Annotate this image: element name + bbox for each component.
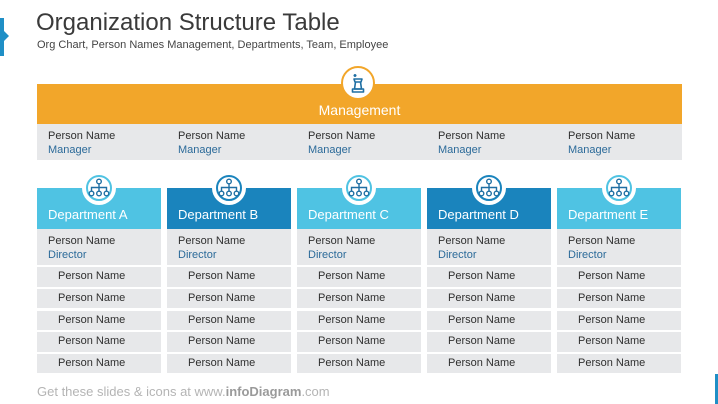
org-chart-icon	[602, 171, 636, 205]
director-role: Director	[438, 249, 477, 261]
member-row: Person Name	[37, 353, 161, 374]
department-label: Department D	[438, 207, 519, 222]
director-cell: Person Name Director	[37, 229, 161, 265]
member-row: Person Name	[427, 267, 551, 287]
department-column: Department A Person Name Director Person…	[37, 171, 161, 374]
director-name: Person Name	[48, 235, 116, 247]
department-column: Department E Person Name Director Person…	[557, 171, 681, 374]
manager-cell: Person Name Manager	[568, 129, 692, 158]
org-chart-icon	[342, 171, 376, 205]
department-label: Department E	[568, 207, 649, 222]
member-row: Person Name	[297, 332, 421, 352]
right-accent-bar	[715, 374, 718, 404]
manager-row: Person Name Manager Person Name Manager …	[37, 124, 682, 160]
member-row: Person Name	[557, 332, 681, 352]
manager-name: Person Name	[438, 130, 506, 142]
director-cell: Person Name Director	[167, 229, 291, 265]
member-row: Person Name	[37, 332, 161, 352]
member-row: Person Name	[427, 332, 551, 352]
footer-brand: infoDiagram	[225, 384, 302, 399]
manager-role: Manager	[308, 144, 352, 156]
member-row: Person Name	[297, 288, 421, 309]
director-role: Director	[48, 249, 87, 261]
department-column: Department B Person Name Director Person…	[167, 171, 291, 374]
member-row: Person Name	[557, 353, 681, 374]
member-row: Person Name	[37, 267, 161, 287]
manager-role: Manager	[568, 144, 612, 156]
director-cell: Person Name Director	[557, 229, 681, 265]
member-row: Person Name	[427, 288, 551, 309]
manager-role: Manager	[178, 144, 222, 156]
member-row: Person Name	[37, 288, 161, 309]
member-row: Person Name	[557, 267, 681, 287]
manager-name: Person Name	[48, 130, 116, 142]
left-accent-notch	[4, 31, 9, 41]
manager-cell: Person Name Manager	[438, 129, 562, 158]
org-chart-icon	[212, 171, 246, 205]
member-row: Person Name	[167, 310, 291, 331]
member-row: Person Name	[167, 353, 291, 374]
manager-role: Manager	[48, 144, 92, 156]
member-row: Person Name	[37, 310, 161, 331]
footer-suffix: .com	[301, 384, 330, 399]
manager-name: Person Name	[178, 130, 246, 142]
management-label: Management	[318, 102, 401, 118]
member-row: Person Name	[297, 310, 421, 331]
director-name: Person Name	[178, 235, 246, 247]
director-name: Person Name	[568, 235, 636, 247]
director-name: Person Name	[308, 235, 376, 247]
department-label: Department B	[178, 207, 259, 222]
manager-cell: Person Name Manager	[48, 129, 172, 158]
department-label: Department A	[48, 207, 128, 222]
manager-name: Person Name	[308, 130, 376, 142]
member-row: Person Name	[557, 310, 681, 331]
footer-credit: Get these slides & icons at www.infoDiag…	[37, 384, 330, 399]
org-chart-icon	[82, 171, 116, 205]
member-row: Person Name	[427, 353, 551, 374]
footer-prefix: Get these slides & icons at www.	[37, 384, 226, 399]
director-role: Director	[568, 249, 607, 261]
director-name: Person Name	[438, 235, 506, 247]
manager-role: Manager	[438, 144, 482, 156]
member-row: Person Name	[427, 310, 551, 331]
member-row: Person Name	[167, 267, 291, 287]
page-title: Organization Structure Table	[36, 9, 340, 36]
department-column: Department C Person Name Director Person…	[297, 171, 421, 374]
department-column: Department D Person Name Director Person…	[427, 171, 551, 374]
director-role: Director	[308, 249, 347, 261]
department-label: Department C	[308, 207, 389, 222]
left-accent-bar	[0, 18, 4, 56]
manager-name: Person Name	[568, 130, 636, 142]
org-chart-icon	[472, 171, 506, 205]
member-row: Person Name	[557, 288, 681, 309]
member-row: Person Name	[167, 288, 291, 309]
director-cell: Person Name Director	[297, 229, 421, 265]
manager-cell: Person Name Manager	[178, 129, 302, 158]
member-row: Person Name	[297, 353, 421, 374]
chess-king-icon	[341, 66, 375, 100]
page-subtitle: Org Chart, Person Names Management, Depa…	[37, 39, 389, 51]
manager-cell: Person Name Manager	[308, 129, 432, 158]
member-row: Person Name	[167, 332, 291, 352]
director-cell: Person Name Director	[427, 229, 551, 265]
director-role: Director	[178, 249, 217, 261]
member-row: Person Name	[297, 267, 421, 287]
